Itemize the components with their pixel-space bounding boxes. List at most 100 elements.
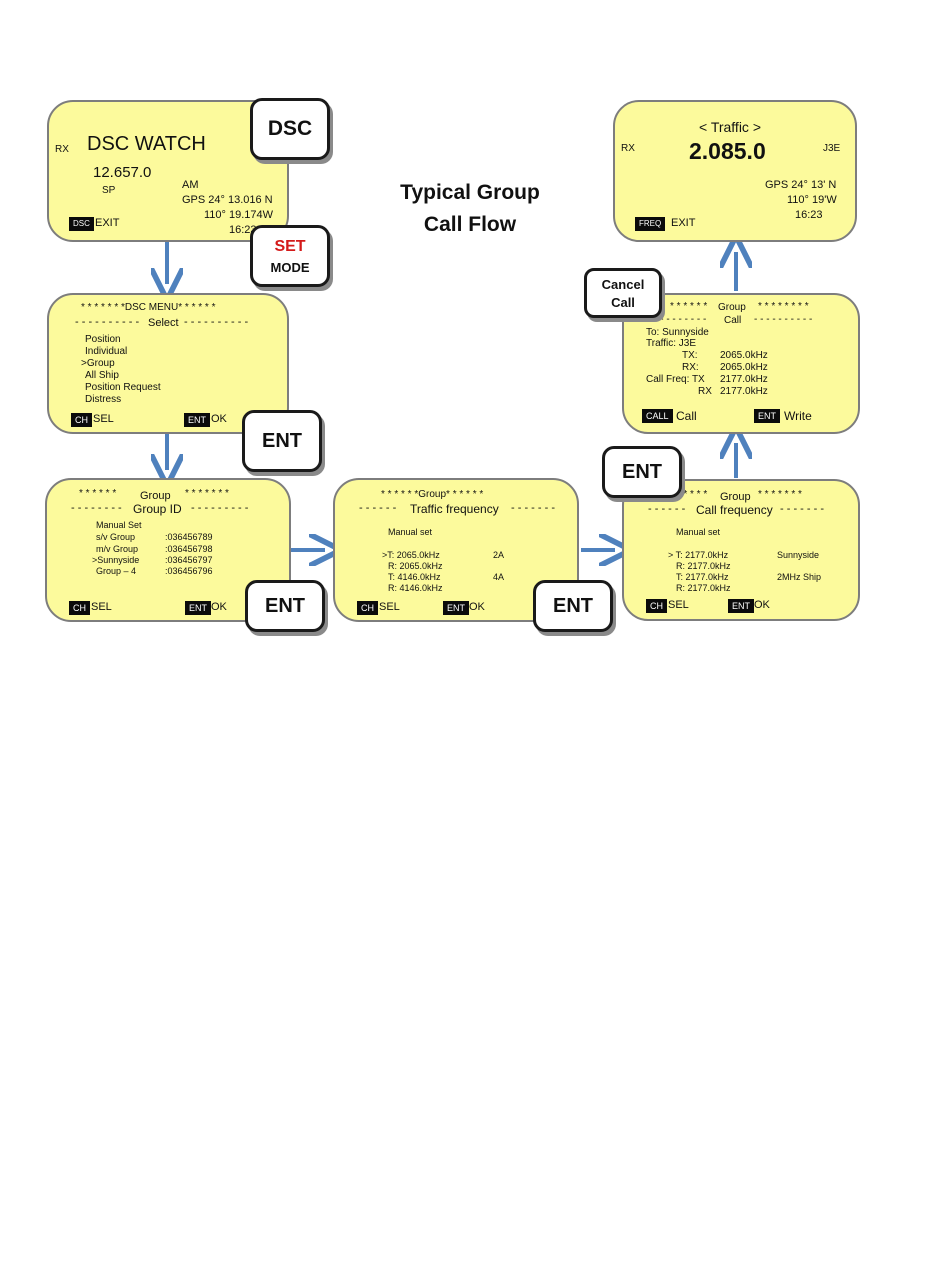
ent-button[interactable]: ENT [602,446,682,498]
set-mode-button[interactable]: SET MODE [250,225,330,287]
call-traffic-line: Traffic: J3E [646,338,697,349]
gps-latitude: GPS 24° 13' N [765,179,837,191]
screen-heading: DSC WATCH [87,133,206,155]
menu-item-distress[interactable]: Distress [85,394,122,405]
menu-item-group[interactable]: >Group [81,358,115,369]
sel-label: SEL [93,413,114,425]
ch-softkey[interactable]: CH [71,413,92,427]
menu-sub-dashes-right: - - - - - - - - - - [184,316,249,328]
ent-button-label: ENT [262,429,302,452]
call-freq-row[interactable]: R: 2177.0kHz [676,561,731,571]
ok-label: OK [754,599,770,611]
ent-softkey[interactable]: ENT [185,601,211,615]
call-softkey[interactable]: CALL [642,409,673,423]
ch-softkey[interactable]: CH [69,601,90,615]
traffic-row[interactable]: R: 2065.0kHz [388,561,443,571]
call-header-stars-right: * * * * * * * * [758,301,809,312]
call-subheader: Call [724,315,742,326]
group-row-name[interactable]: Manual Set [96,520,142,530]
ch-softkey[interactable]: CH [646,599,667,613]
rx-label: RX [621,143,635,154]
cancel-call-button[interactable]: Cancel Call [584,268,662,318]
clock-time: 16:23 [795,209,823,221]
ent-button-label: ENT [622,460,662,483]
menu-header: * * * * * * *DSC MENU* * * * * * [81,302,216,313]
traffic-heading: < Traffic > [699,119,761,135]
ent-button[interactable]: ENT [533,580,613,632]
ch-softkey[interactable]: CH [357,601,378,615]
menu-item-position-request[interactable]: Position Request [85,382,161,393]
call-button-label: Call [611,294,635,310]
ent-button-label: ENT [265,594,305,617]
menu-item-position[interactable]: Position [85,334,121,345]
call-tx-label: TX: [682,350,698,361]
call-freq-row-tag: 2MHz Ship [777,572,822,582]
traffic-row[interactable]: T: 4146.0kHz [388,572,441,582]
call-freq-rx-value: 2177.0kHz [720,386,768,397]
group-row-name[interactable]: Group – 4 [96,566,137,576]
clock-time: 16:23 [229,224,257,236]
screen-dsc-watch: RX DSC WATCH 12.657.0 SP AM GPS 24° 13.0… [47,100,289,242]
call-frequency-subheader: Call frequency [696,503,773,517]
group-sub-dashes-right: - - - - - - - - - [191,502,249,514]
call-freq-row[interactable]: R: 2177.0kHz [676,583,731,593]
call-freq-row[interactable]: > T: 2177.0kHz [668,550,729,560]
call-freq-header-stars-right: * * * * * * * [758,489,802,500]
dsc-button[interactable]: DSC [250,98,330,160]
freq-softkey[interactable]: FREQ [635,217,666,231]
group-row-id: :036456798 [165,544,213,554]
gps-longitude: 110° 19'W [787,194,837,206]
manual-set-label[interactable]: Manual set [676,527,721,537]
call-to-line: To: Sunnyside [646,327,709,338]
set-button-label: SET [274,237,306,255]
ent-button[interactable]: ENT [245,580,325,632]
am-label: AM [182,179,199,191]
ent-button[interactable]: ENT [242,410,322,472]
group-sub-dashes-left: - - - - - - - - [71,502,122,514]
menu-item-individual[interactable]: Individual [85,346,128,357]
call-freq-rx-label: RX [698,386,712,397]
mode-button-label: MODE [270,259,310,275]
call-tx-value: 2065.0kHz [720,350,768,361]
group-id-subheader: Group ID [133,502,182,516]
traffic-sub-dashes-right: - - - - - - - [511,502,555,514]
traffic-sub-dashes-left: - - - - - - [359,502,397,514]
group-row-name[interactable]: >Sunnyside [92,555,140,565]
call-label: Call [676,409,697,423]
call-freq-header-stars-left: * * * * * * [670,489,708,500]
sel-label: SEL [91,601,112,613]
ok-label: OK [211,601,227,613]
ent-softkey[interactable]: ENT [754,409,780,423]
traffic-row-tag: 4A [493,572,505,582]
ok-label: OK [211,413,227,425]
group-row-name[interactable]: m/v Group [96,544,139,554]
call-header-stars-left: * * * * * * [670,301,708,312]
menu-item-all-ship[interactable]: All Ship [85,370,119,381]
call-sub-dashes-right: - - - - - - - - - - [754,314,813,325]
diagram-title: Typical Group Call Flow [380,177,560,241]
ent-softkey[interactable]: ENT [443,601,469,615]
ok-label: OK [469,601,485,613]
write-label: Write [784,409,812,423]
frequency-readout: 2.085.0 [689,138,766,164]
sel-label: SEL [379,601,400,613]
traffic-row[interactable]: >T: 2065.0kHz [382,550,440,560]
ent-softkey[interactable]: ENT [184,413,210,427]
traffic-row[interactable]: R: 4146.0kHz [388,583,443,593]
screen-group-call: * * * * * * Group * * * * * * * * - - - … [622,293,860,434]
mode-label: J3E [823,143,841,154]
call-header: Group [718,302,746,313]
call-freq-row[interactable]: T: 2177.0kHz [676,572,729,582]
menu-subheader: Select [148,317,179,329]
call-freq-sub-dashes-right: - - - - - - - [780,503,824,515]
group-row-id: :036456789 [165,532,213,542]
manual-set-label[interactable]: Manual set [388,527,433,537]
group-row-id: :036456797 [165,555,213,565]
cancel-button-label: Cancel [601,276,645,292]
call-freq-tx-label: Call Freq: TX [646,374,705,385]
ent-softkey[interactable]: ENT [728,599,754,613]
group-row-name[interactable]: s/v Group [96,532,136,542]
call-freq-header: Group [720,491,751,503]
dsc-softkey[interactable]: DSC [69,217,94,231]
screen-traffic: < Traffic > RX 2.085.0 J3E GPS 24° 13' N… [613,100,857,242]
